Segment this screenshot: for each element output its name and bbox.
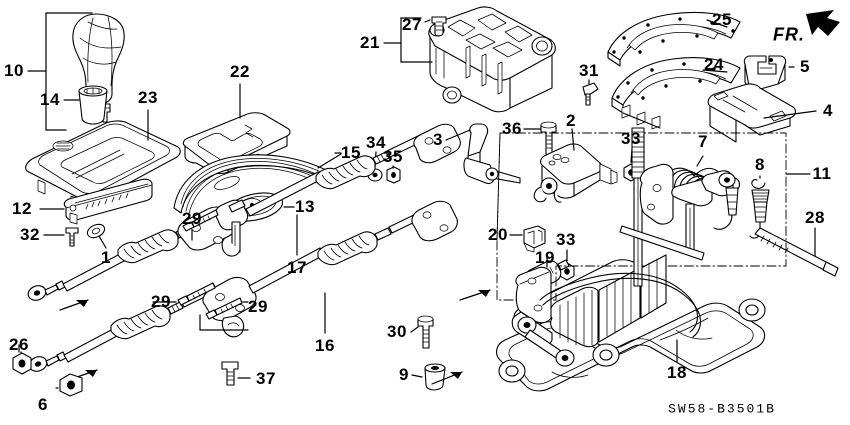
- part-14-knob-collar: [78, 85, 108, 125]
- callout-9: 9: [399, 365, 409, 384]
- callout-1: 1: [101, 248, 111, 267]
- callout-8: 8: [755, 155, 765, 174]
- callout-2: 2: [566, 111, 576, 130]
- callout-4: 4: [823, 101, 833, 120]
- part-24-lower-cover: [611, 57, 741, 130]
- part-6-nut: [55, 373, 83, 397]
- callout-28: 28: [805, 208, 825, 227]
- part-37-bolt: [221, 361, 251, 386]
- part-27-clip: [424, 16, 447, 37]
- callout-10: 10: [4, 61, 24, 80]
- callout-22: 22: [230, 62, 250, 81]
- callout-6: 6: [38, 395, 48, 414]
- part-30-bolt: [410, 315, 434, 349]
- part-29-bolt-a: [182, 209, 219, 241]
- part-18-shift-lever-base: [496, 127, 766, 392]
- callout-26: 26: [9, 335, 29, 354]
- callout-24: 24: [704, 55, 724, 74]
- callout-27: 27: [402, 15, 422, 34]
- callout-21: 21: [360, 33, 380, 52]
- part-11-group-boundary: [496, 132, 811, 301]
- callout-29-b: 29: [151, 292, 171, 311]
- part-4-brace: [707, 83, 817, 143]
- callout-16: 16: [315, 336, 335, 355]
- part-29-bolt-c: [199, 297, 249, 331]
- callout-17: 17: [287, 258, 307, 277]
- part-10-shift-knob-assembly: [27, 12, 125, 131]
- part-29-bolt-b: [152, 282, 216, 306]
- callout-25: 25: [712, 10, 732, 29]
- part-32-screw: [43, 227, 79, 247]
- callout-15: 15: [341, 143, 361, 162]
- part-9-bushing: [411, 363, 446, 391]
- part-12-gear-indicator-panel: [39, 178, 153, 225]
- fr-direction-label: FR.: [773, 24, 805, 45]
- callout-35: 35: [383, 147, 403, 166]
- callout-19: 19: [535, 248, 555, 267]
- assembly-leaders: [431, 289, 491, 385]
- callout-3: 3: [433, 130, 443, 149]
- part-22-shift-gate-plate: [182, 83, 291, 175]
- callout-12: 12: [12, 199, 32, 218]
- diagram-code: SW58-B3501B: [668, 401, 776, 417]
- part-25-upper-cover: [607, 11, 741, 67]
- part-3-cable-bracket: [445, 123, 521, 185]
- part-1-grommet: [86, 223, 107, 249]
- part-36-bolt: [523, 121, 557, 156]
- part-8-detent-spring: [749, 175, 770, 239]
- callout-33-a: 33: [621, 129, 641, 148]
- part-26-nut: [12, 344, 32, 375]
- callout-31: 31: [579, 61, 599, 80]
- callout-37: 37: [256, 369, 276, 388]
- callout-5: 5: [800, 57, 810, 76]
- callout-32: 32: [20, 225, 40, 244]
- callout-11: 11: [812, 164, 832, 183]
- callout-7: 7: [698, 132, 708, 151]
- part-2-shift-lock-solenoid: [533, 128, 618, 203]
- callout-33-b: 33: [556, 230, 576, 249]
- callout-20: 20: [488, 225, 508, 244]
- part-28-long-bolt: [754, 227, 839, 277]
- part-35-nut: [386, 165, 401, 184]
- callout-29-a: 29: [182, 209, 202, 228]
- callout-23: 23: [138, 88, 158, 107]
- callout-14: 14: [40, 90, 60, 109]
- callout-34: 34: [366, 133, 386, 152]
- part-20-clip: [509, 225, 546, 253]
- callout-30: 30: [387, 322, 407, 341]
- fr-direction-arrow: [806, 10, 840, 36]
- callout-13: 13: [295, 197, 315, 216]
- part-15-console-trim: [173, 152, 342, 215]
- part-31-screw: [582, 79, 599, 106]
- callout-18: 18: [667, 363, 687, 382]
- part-21-shift-lever-housing: [383, 6, 556, 113]
- callout-29-c: 29: [248, 297, 268, 316]
- callout-36: 36: [502, 119, 522, 138]
